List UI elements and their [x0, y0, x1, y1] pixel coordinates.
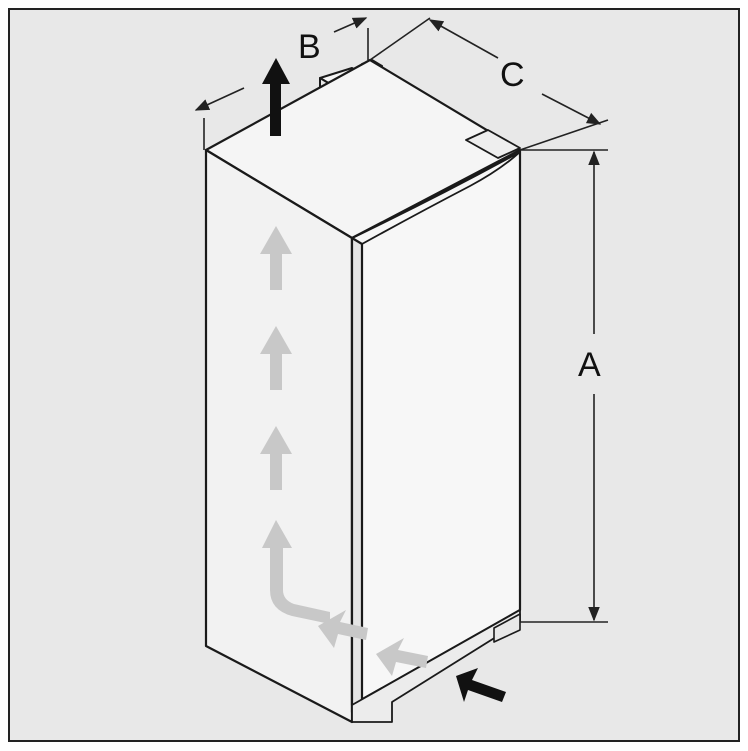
airflow-arrow-diag-2 — [376, 638, 428, 676]
dimension-label-a: A — [578, 346, 601, 384]
dimension-c — [369, 17, 609, 151]
dimension-a — [520, 149, 608, 623]
appliance-cabinet — [204, 58, 522, 724]
dimension-b — [194, 17, 369, 150]
airflow-arrow-up-3 — [260, 426, 292, 490]
intake-arrow-icon — [456, 668, 506, 702]
foot-right — [493, 613, 521, 643]
airflow-arrow-bend — [262, 520, 330, 624]
dimension-label-c: C — [500, 56, 525, 94]
cabinet-plinth — [351, 609, 521, 723]
door-top-edge — [351, 151, 521, 245]
door-edge — [350, 236, 364, 714]
cabinet-door — [350, 148, 522, 707]
airflow-arrow-diag-1 — [318, 610, 368, 648]
airflow-arrows — [260, 226, 428, 676]
exhaust-arrow-icon — [262, 58, 290, 136]
airflow-arrow-up-1 — [260, 226, 292, 290]
airflow-arrow-up-2 — [260, 326, 292, 390]
hinge-block — [465, 129, 521, 159]
dimension-label-b: B — [298, 28, 321, 66]
